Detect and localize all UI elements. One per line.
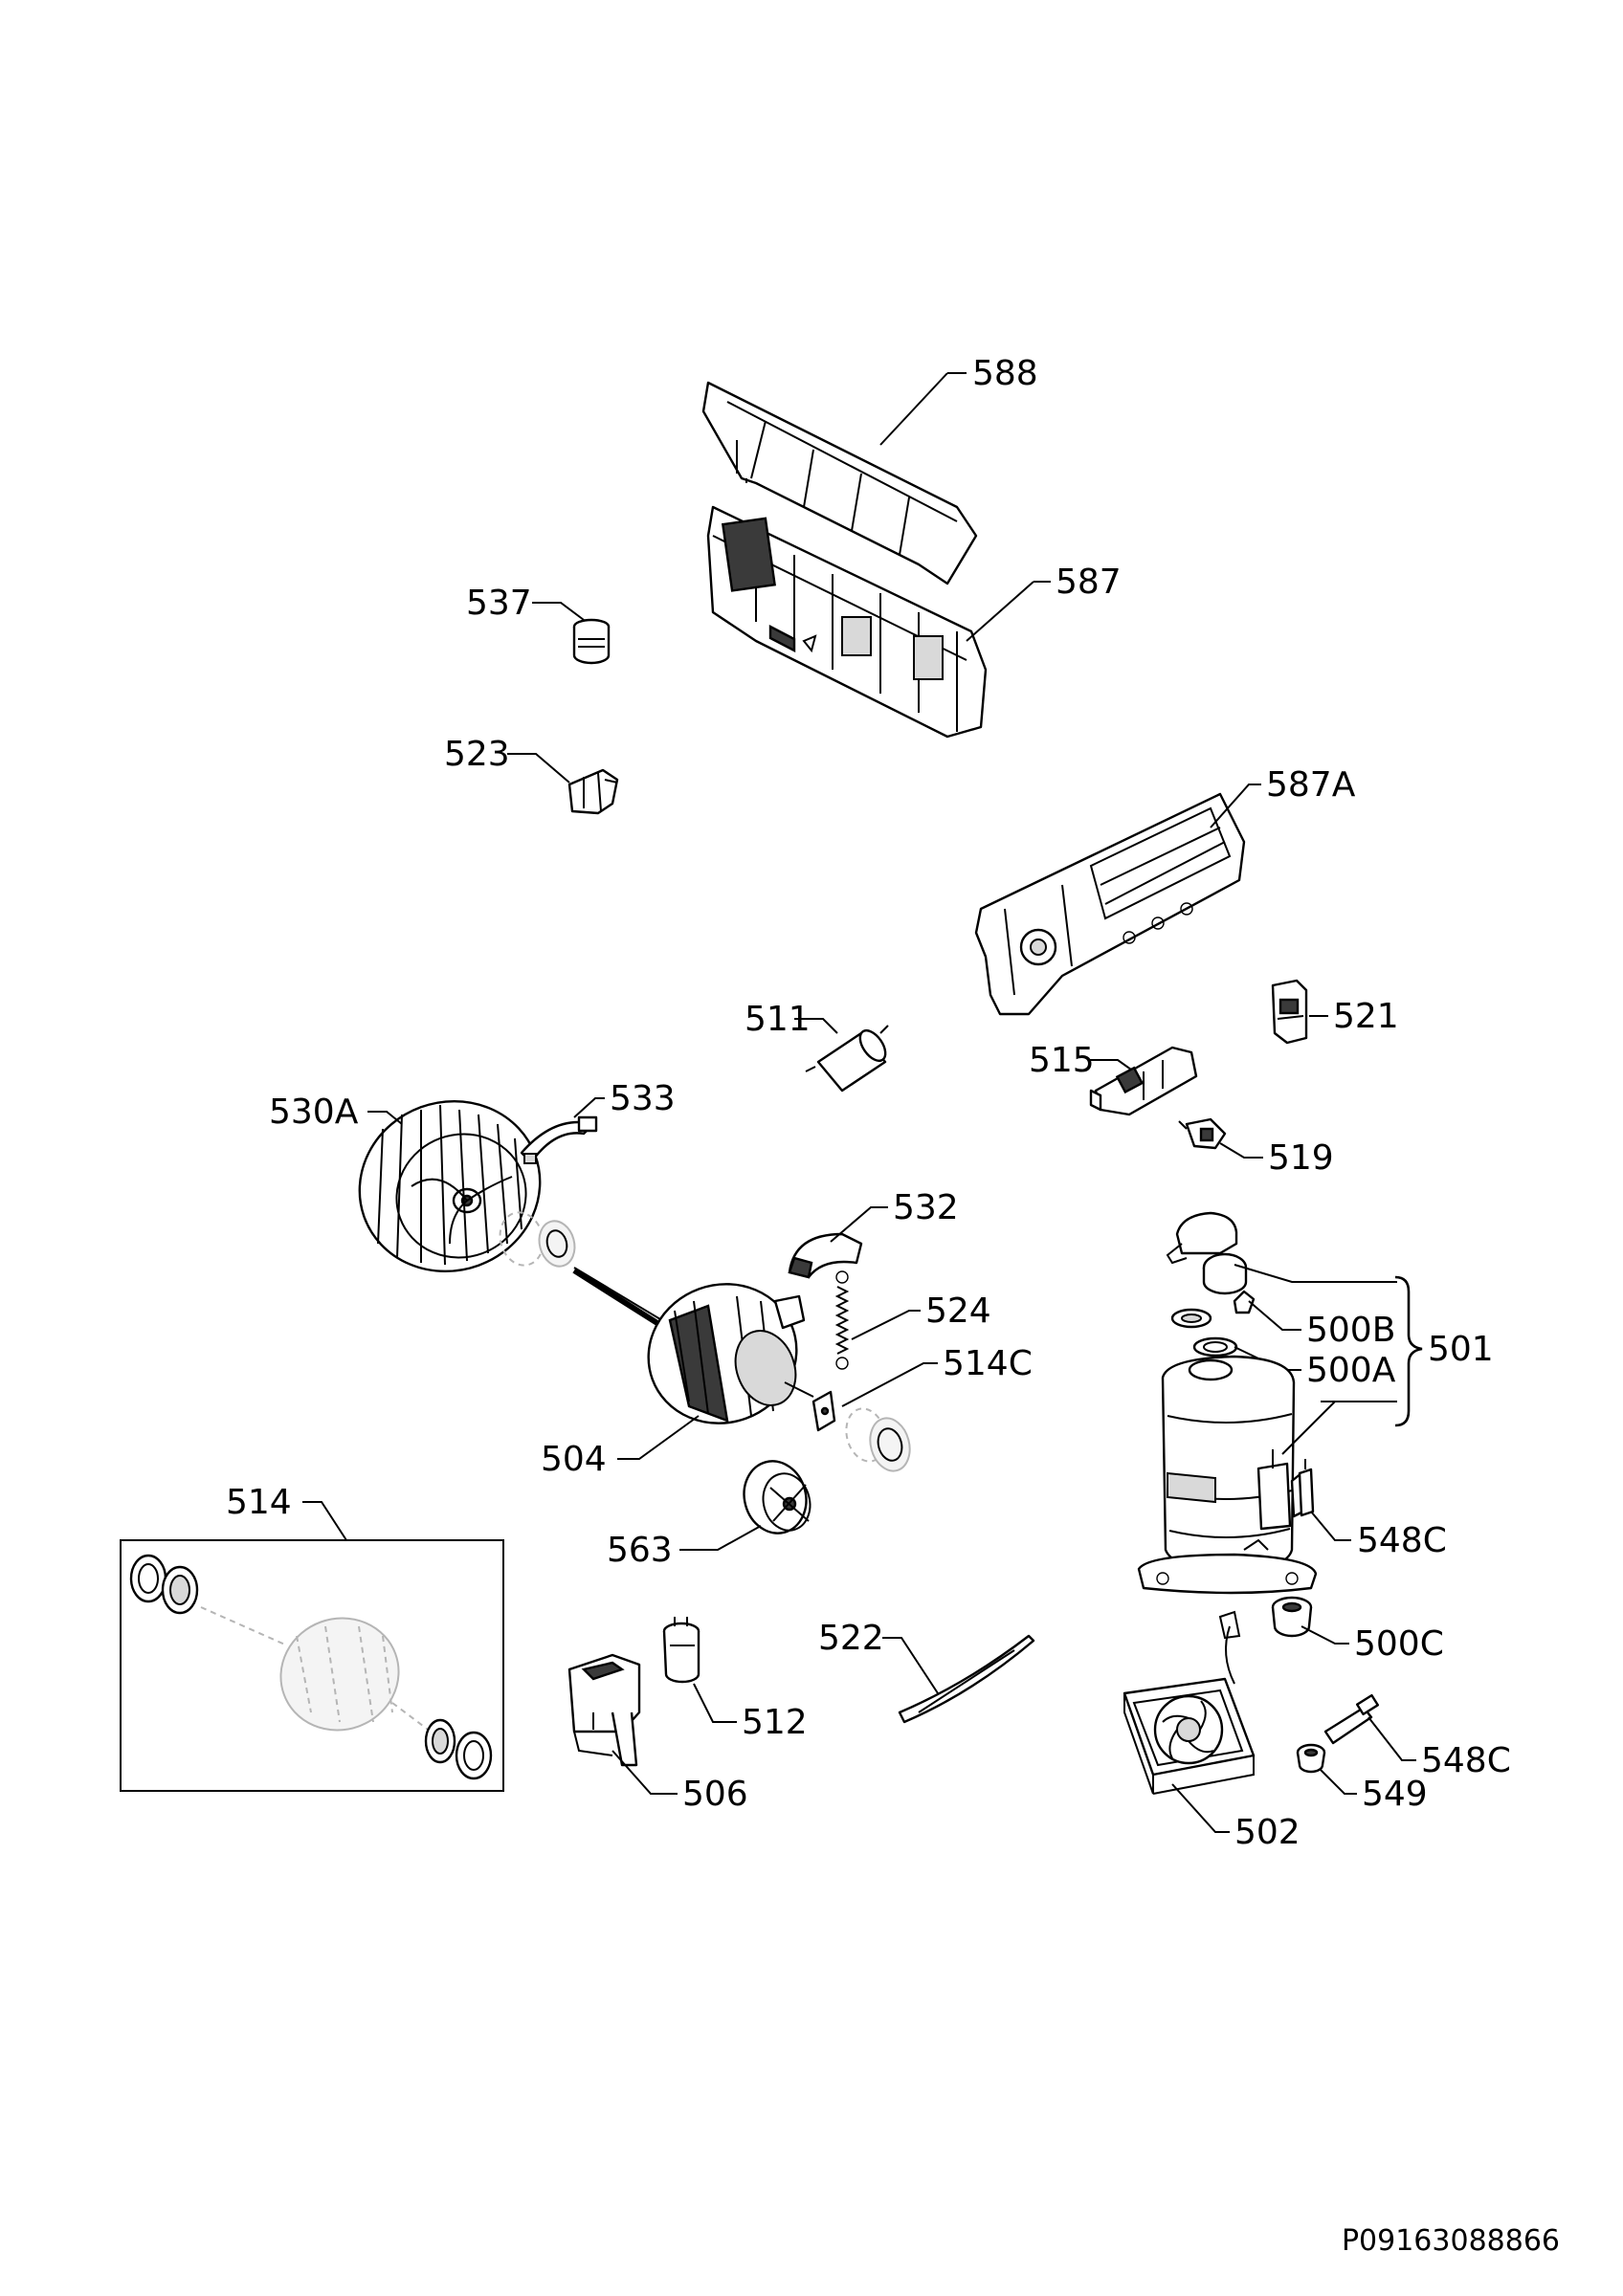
part-588-cover bbox=[701, 381, 978, 585]
leader-504 bbox=[617, 1415, 700, 1460]
part-549-nut bbox=[1296, 1743, 1326, 1774]
part-504-motor bbox=[572, 1267, 814, 1424]
part-515-switch bbox=[1089, 1046, 1198, 1116]
part-502-cooling-fan bbox=[1123, 1610, 1256, 1795]
part-524-spring bbox=[834, 1270, 850, 1370]
callout-563: 563 bbox=[607, 1531, 673, 1570]
callout-521: 521 bbox=[1333, 997, 1399, 1036]
part-500B-valve-top bbox=[1166, 1211, 1248, 1295]
leader-549 bbox=[1320, 1769, 1357, 1795]
part-compressor bbox=[1137, 1355, 1318, 1595]
part-532-bracket bbox=[788, 1232, 863, 1279]
callout-587: 587 bbox=[1056, 563, 1122, 602]
callout-548C-top: 548C bbox=[1357, 1521, 1447, 1560]
leader-533 bbox=[573, 1097, 605, 1118]
leader-512 bbox=[693, 1683, 737, 1723]
callout-515: 515 bbox=[1029, 1041, 1095, 1080]
part-548C-top-connector bbox=[1298, 1459, 1315, 1517]
callout-504: 504 bbox=[541, 1440, 607, 1479]
part-506-pump bbox=[567, 1653, 641, 1767]
part-514-motor-kit bbox=[120, 1539, 504, 1792]
leader-500B-a bbox=[1234, 1264, 1397, 1283]
part-519-sensor bbox=[1178, 1117, 1227, 1150]
callout-500C: 500C bbox=[1354, 1624, 1444, 1664]
leader-511 bbox=[794, 1018, 838, 1034]
callout-532: 532 bbox=[893, 1188, 959, 1227]
callout-523: 523 bbox=[444, 735, 510, 774]
leader-522 bbox=[882, 1637, 939, 1694]
callout-519: 519 bbox=[1268, 1138, 1334, 1178]
leader-588 bbox=[879, 372, 948, 446]
callout-511: 511 bbox=[745, 1000, 811, 1039]
callout-500A: 500A bbox=[1306, 1351, 1396, 1390]
callout-587A: 587A bbox=[1266, 765, 1356, 805]
part-522-heater bbox=[898, 1634, 1035, 1724]
part-521-sensor bbox=[1271, 979, 1308, 1045]
leader-524 bbox=[851, 1310, 921, 1340]
part-500A-gaskets bbox=[1170, 1290, 1256, 1358]
leader-519 bbox=[1219, 1142, 1263, 1159]
part-548C-bottom-connector bbox=[1323, 1693, 1380, 1745]
document-id: P09163088866 bbox=[1342, 2224, 1560, 2258]
part-bearing-rings-fan-side bbox=[499, 1211, 576, 1268]
part-587-control-board bbox=[706, 505, 988, 739]
callout-522: 522 bbox=[818, 1619, 884, 1658]
leader-523 bbox=[507, 753, 570, 784]
leader-530A bbox=[367, 1111, 403, 1125]
leader-548C-bottom bbox=[1367, 1716, 1416, 1761]
leader-500B bbox=[1248, 1300, 1301, 1331]
part-537-capacitor bbox=[572, 618, 611, 665]
leader-501-compressor bbox=[1281, 1401, 1397, 1455]
callout-500B: 500B bbox=[1306, 1311, 1395, 1350]
callout-514C: 514C bbox=[943, 1344, 1033, 1383]
callout-588: 588 bbox=[972, 354, 1038, 393]
callout-530A: 530A bbox=[269, 1093, 359, 1132]
part-514C-bearing-set bbox=[812, 1390, 911, 1472]
part-533-clamp bbox=[520, 1115, 598, 1164]
leader-502 bbox=[1171, 1783, 1230, 1833]
part-511-filter bbox=[805, 1025, 889, 1093]
part-523-clip bbox=[567, 768, 619, 815]
leader-548C-top bbox=[1310, 1511, 1351, 1541]
leader-500C bbox=[1301, 1625, 1349, 1645]
part-512-capacitor bbox=[662, 1617, 700, 1684]
callout-506: 506 bbox=[682, 1775, 748, 1814]
bracket-501 bbox=[1394, 1275, 1423, 1427]
leader-515 bbox=[1089, 1059, 1132, 1071]
callout-549: 549 bbox=[1362, 1775, 1428, 1814]
leader-587 bbox=[966, 581, 1034, 642]
leader-537 bbox=[532, 602, 585, 621]
leader-563 bbox=[679, 1525, 762, 1551]
part-563-pulley bbox=[743, 1460, 812, 1534]
callout-524: 524 bbox=[925, 1292, 991, 1331]
leader-514C bbox=[841, 1362, 938, 1407]
callout-501: 501 bbox=[1428, 1330, 1494, 1369]
part-500C-grommet bbox=[1271, 1596, 1313, 1638]
part-587A-display-board bbox=[974, 792, 1246, 1016]
callout-502: 502 bbox=[1234, 1813, 1301, 1852]
callout-537: 537 bbox=[466, 584, 532, 623]
callout-512: 512 bbox=[742, 1703, 808, 1742]
callout-533: 533 bbox=[610, 1079, 676, 1118]
leader-587A bbox=[1210, 784, 1261, 828]
leader-506 bbox=[611, 1750, 678, 1795]
leader-532 bbox=[830, 1206, 888, 1243]
leader-514 bbox=[302, 1501, 347, 1541]
callout-548C-bottom: 548C bbox=[1421, 1741, 1511, 1780]
callout-514: 514 bbox=[226, 1483, 292, 1522]
